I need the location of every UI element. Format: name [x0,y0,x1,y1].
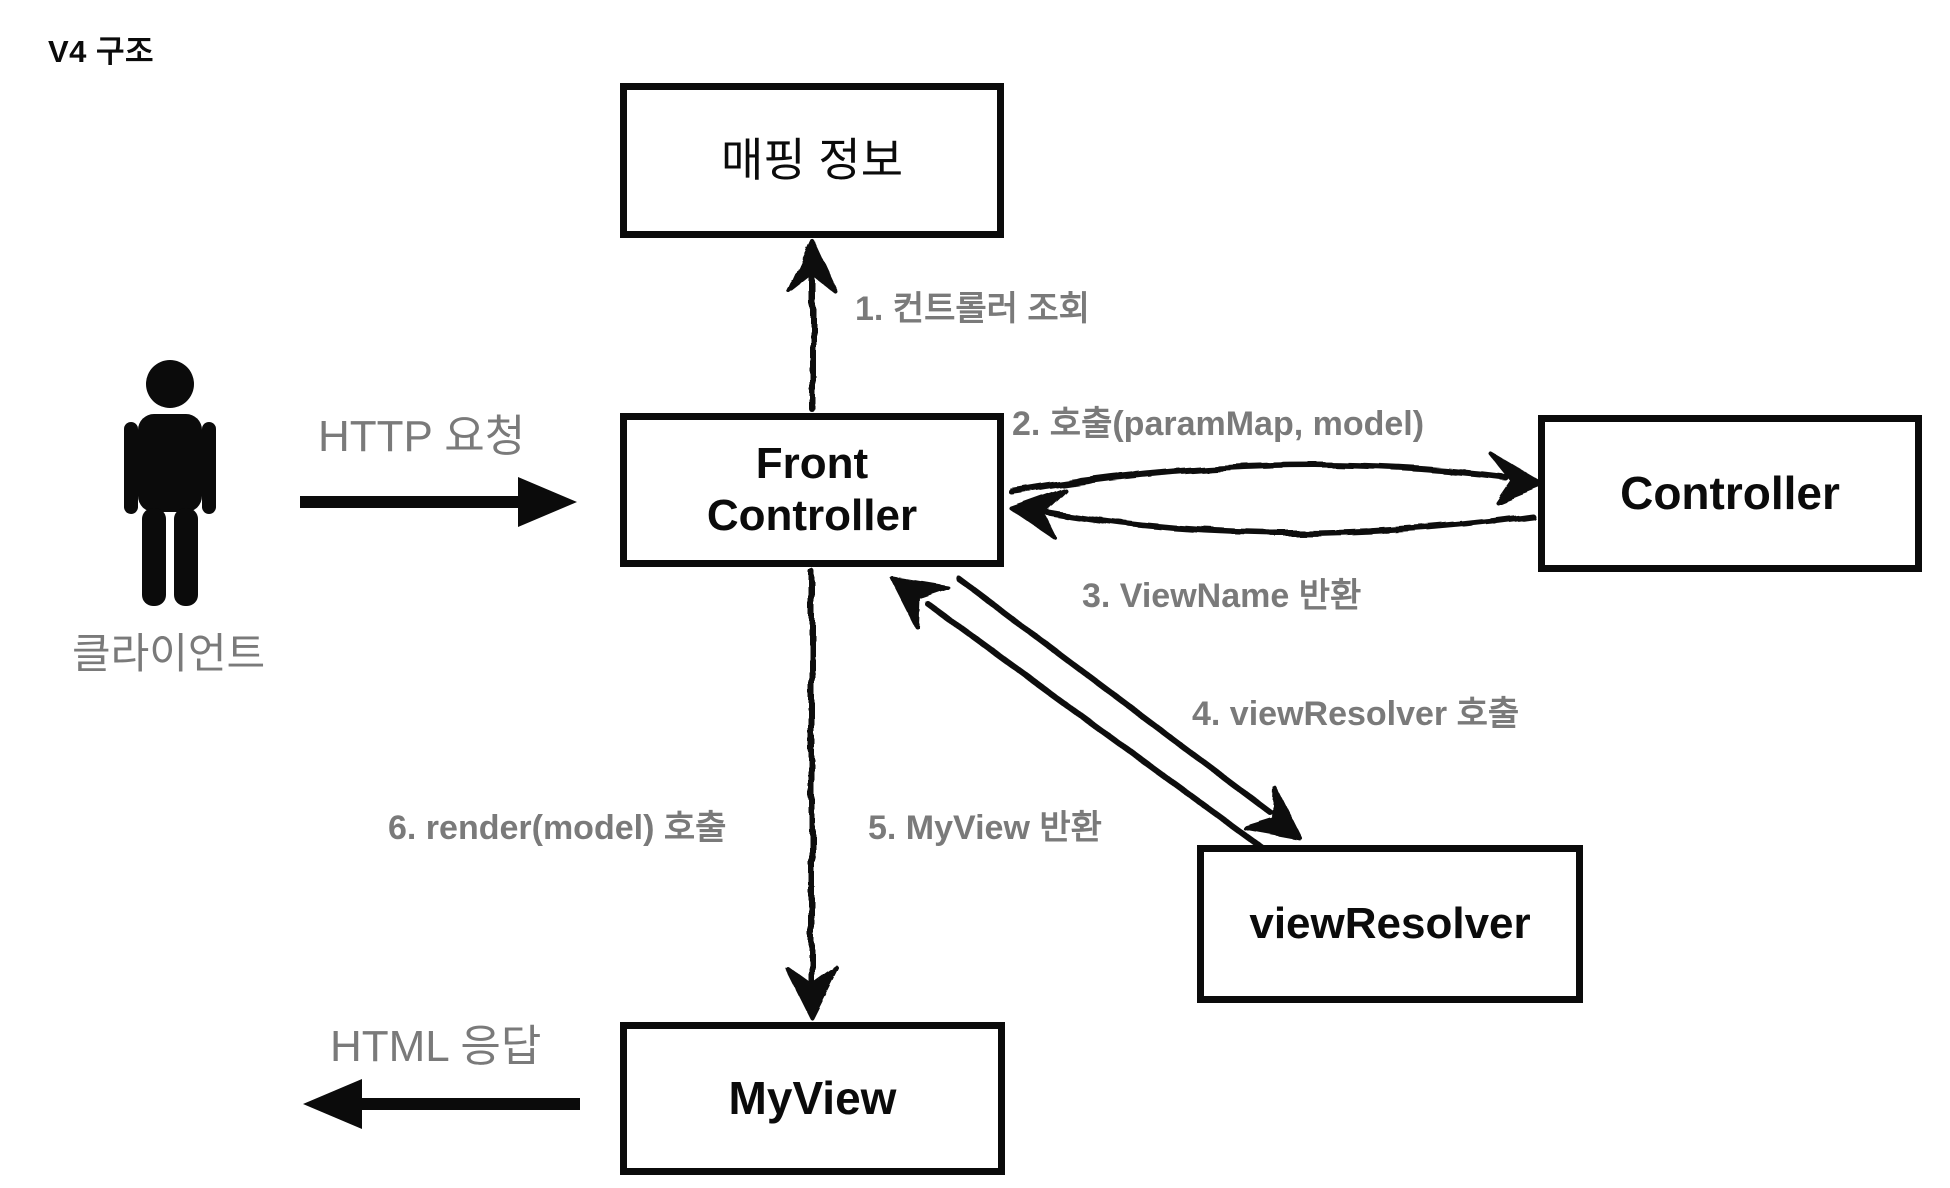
arrow-http-request [300,477,577,527]
label-client: 클라이언트 [72,630,266,677]
node-view-resolver: viewResolver [1197,845,1583,1003]
arrow-step5-return-myview [890,576,1271,855]
label-step5: 5. MyView 반환 [868,809,1102,847]
label-html-response: HTML 응답 [330,1022,542,1071]
label-step6: 6. render(model) 호출 [388,809,727,847]
label-step4: 4. viewResolver 호출 [1192,695,1520,733]
node-front-controller: Front Controller [620,413,1004,567]
label-step3: 3. ViewName 반환 [1082,577,1362,615]
arrow-step2-call-controller [1009,452,1544,504]
node-controller-label: Controller [1620,467,1840,520]
node-front-controller-label: Front Controller [706,439,918,540]
node-mapping-info-label: 매핑 정보 [720,134,904,187]
label-step2: 2. 호출(paramMap, model) [1012,405,1425,443]
node-my-view-label: MyView [728,1072,897,1125]
node-view-resolver-label: viewResolver [1249,899,1531,949]
arrow-html-response [303,1079,580,1129]
arrow-step1-controller-lookup [788,240,838,413]
arrow-step6-render-call [785,569,839,1020]
node-controller: Controller [1538,415,1922,572]
node-mapping-info: 매핑 정보 [620,83,1004,238]
label-step1: 1. 컨트롤러 조회 [855,290,1090,328]
client-person-icon [124,360,216,606]
page-title: V4 구조 [48,34,155,69]
label-http-request: HTTP 요청 [318,412,526,461]
arrow-step3-return-viewname [1010,488,1535,540]
node-my-view: MyView [620,1022,1005,1175]
arrow-step4-call-viewresolver [955,575,1302,840]
